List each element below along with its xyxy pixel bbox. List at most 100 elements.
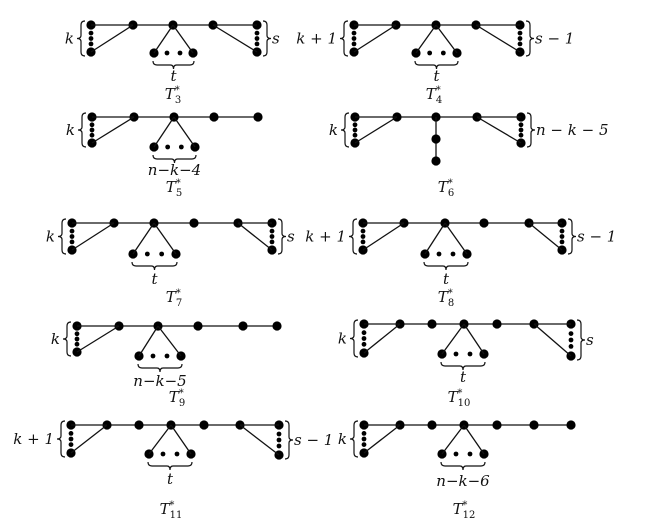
right-brace — [284, 420, 294, 460]
edge — [76, 325, 120, 353]
vertex — [566, 420, 576, 430]
left-leaf-count-label: k + 1 — [296, 30, 337, 48]
graph-name-subscript: 11 — [170, 510, 183, 521]
graph-name-subscript: 5 — [176, 188, 182, 199]
left-leaf-count-label: k — [51, 330, 60, 348]
edge — [239, 424, 280, 456]
left-leaf-count-label: k + 1 — [305, 228, 346, 246]
ellipsis-dot — [361, 436, 367, 442]
graph-name: T12* — [453, 500, 476, 521]
left-brace — [339, 20, 349, 57]
pendant-brace — [137, 363, 183, 373]
vertex — [272, 321, 282, 331]
vertex — [492, 420, 502, 430]
graph-name-superscript: * — [448, 288, 453, 299]
pendant-brace — [440, 461, 486, 471]
ellipsis-dot — [276, 437, 282, 443]
edge — [528, 222, 563, 251]
left-brace — [349, 319, 359, 358]
vertex — [209, 112, 219, 122]
right-brace — [262, 20, 272, 57]
pendant-brace — [414, 60, 459, 70]
ellipsis-dot — [69, 228, 75, 234]
ellipsis-dot — [165, 144, 171, 150]
ellipsis-dot — [178, 144, 184, 150]
right-brace — [525, 20, 535, 57]
edge — [533, 323, 572, 357]
ellipsis-dot — [88, 36, 94, 41]
ellipsis-dot — [89, 122, 95, 128]
edge — [463, 424, 485, 455]
ellipsis-dot — [88, 30, 94, 36]
ellipsis-dot — [361, 431, 367, 436]
graph-name: T7* — [166, 288, 182, 309]
ellipsis-dot — [174, 451, 180, 457]
graph-name-superscript: * — [179, 388, 184, 399]
ellipsis-dot — [351, 41, 357, 47]
edge — [138, 325, 159, 357]
ellipsis-dot — [440, 50, 446, 56]
graph-name: T9* — [169, 388, 185, 409]
edge — [441, 424, 465, 455]
ellipsis-dot — [453, 351, 459, 357]
ellipsis-dot — [467, 351, 473, 357]
pendant-brace — [152, 154, 197, 164]
edge — [362, 222, 405, 251]
ellipsis-dot — [361, 341, 367, 347]
left-brace — [340, 112, 350, 148]
ellipsis-dot — [517, 36, 523, 41]
graph-name-superscript: * — [448, 178, 453, 189]
ellipsis-dot — [559, 228, 565, 234]
ellipsis-dot — [360, 234, 366, 239]
edge — [435, 24, 458, 54]
graph-name-subscript: 7 — [176, 298, 182, 309]
ellipsis-dot — [352, 132, 358, 138]
pendant-count-label: t — [167, 470, 174, 488]
right-leaf-count-label: n − k − 5 — [536, 121, 609, 139]
right-brace — [567, 218, 577, 255]
graph-name-superscript: * — [175, 85, 180, 96]
left-brace — [56, 420, 66, 458]
pendant-brace — [131, 261, 178, 271]
edge — [475, 24, 521, 53]
ellipsis-dot — [436, 251, 442, 257]
pendant-brace — [423, 261, 469, 271]
edge — [441, 323, 465, 355]
ellipsis-dot — [568, 331, 574, 336]
graph-name-superscript: * — [462, 500, 467, 511]
vertex — [479, 218, 489, 228]
edge — [170, 424, 192, 455]
right-leaf-count-label: s − 1 — [577, 228, 616, 246]
right-leaf-count-label: s − 1 — [294, 431, 333, 449]
ellipsis-dot — [360, 239, 366, 245]
edge — [153, 222, 177, 255]
edge — [476, 116, 522, 144]
graph-name-subscript: 12 — [463, 510, 476, 521]
edge — [444, 222, 468, 255]
graph-name-subscript: 9 — [179, 398, 185, 409]
ellipsis-dot — [68, 442, 74, 447]
edge — [463, 323, 485, 355]
graph-name-subscript: 4 — [436, 95, 442, 106]
ellipsis-dot — [254, 41, 260, 47]
graph-name-superscript: * — [436, 85, 441, 96]
graph-name-base: T — [166, 288, 177, 306]
edge — [212, 24, 258, 53]
right-leaf-count-label: s — [586, 331, 594, 349]
ellipsis-dot — [69, 239, 75, 245]
ellipsis-dot — [351, 30, 357, 36]
ellipsis-dot — [74, 331, 80, 337]
left-leaf-count-label: k — [66, 121, 75, 139]
ellipsis-dot — [352, 127, 358, 133]
ellipsis-dot — [517, 30, 523, 36]
edge — [353, 24, 397, 53]
ellipsis-dot — [68, 431, 74, 436]
edge — [132, 222, 155, 255]
ellipsis-dot — [68, 436, 74, 442]
vertex — [238, 321, 248, 331]
